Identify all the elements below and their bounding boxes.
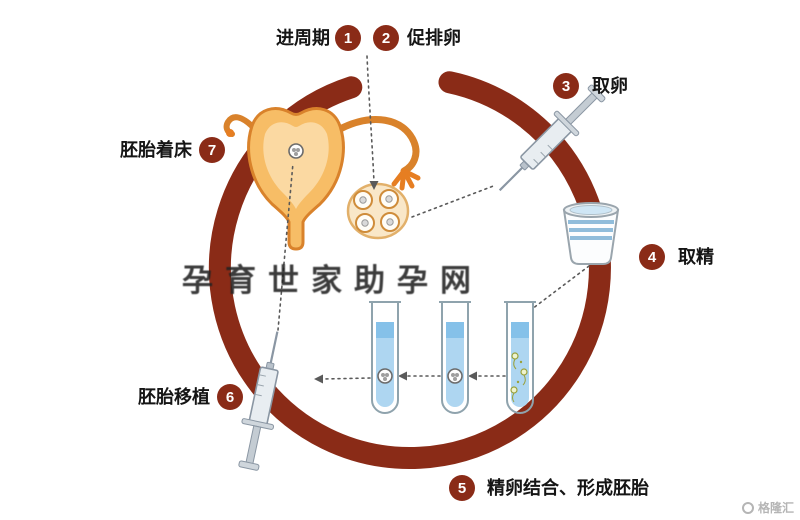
step-badge-3: 3: [553, 73, 579, 99]
embryo-in-tube-1: [377, 368, 393, 384]
right-fallopian-tube: [334, 116, 420, 175]
step-badge-5: 5: [449, 475, 475, 501]
dotted-connectors: [277, 55, 590, 380]
sperm-in-tube-3: [510, 352, 528, 403]
step-label-1: 进周期: [276, 28, 330, 48]
connector-ovary-to-retrieval: [411, 184, 497, 218]
step-badge-4: 4: [639, 244, 665, 270]
test-tube-1: [369, 301, 401, 414]
step-label-2: 促排卵: [407, 28, 461, 48]
connector-transfer-to-uterus: [277, 162, 294, 331]
step-label-7: 胚胎着床: [120, 140, 192, 160]
connector-cup-to-tube3: [531, 265, 590, 310]
connector-tube1-to-transfer: [321, 377, 371, 380]
step-label-4: 取精: [678, 247, 714, 267]
source-logo: 格隆汇: [741, 499, 794, 516]
step-label-3: 取卵: [592, 76, 628, 96]
cycle-arc: [208, 71, 611, 470]
uterus-illustration: [223, 107, 421, 251]
ovary-eggs: [346, 182, 410, 240]
specimen-cup: [562, 202, 620, 265]
test-tube-3: [504, 301, 536, 414]
uterus-inner: [263, 122, 329, 209]
step-label-5: 精卵结合、形成胚胎: [487, 478, 649, 498]
test-tube-2: [439, 301, 471, 414]
logo-text: 格隆汇: [757, 501, 794, 515]
step-badge-7: 7: [199, 137, 225, 163]
watermark-text: 孕育世家助孕网: [182, 263, 483, 298]
step-label-6: 胚胎移植: [138, 387, 210, 407]
step-badge-6: 6: [217, 384, 243, 410]
left-fimbria: [226, 129, 234, 137]
step-badge-1: 1: [335, 25, 361, 51]
right-fimbriae: [391, 168, 421, 191]
connector-arrowheads: [314, 181, 477, 384]
embryo-in-tube-2: [447, 368, 463, 384]
embryo-in-uterus: [288, 143, 304, 159]
logo-ring-icon: [741, 501, 754, 514]
step-badge-2: 2: [373, 25, 399, 51]
connector-cycle-to-ovary: [366, 55, 375, 183]
